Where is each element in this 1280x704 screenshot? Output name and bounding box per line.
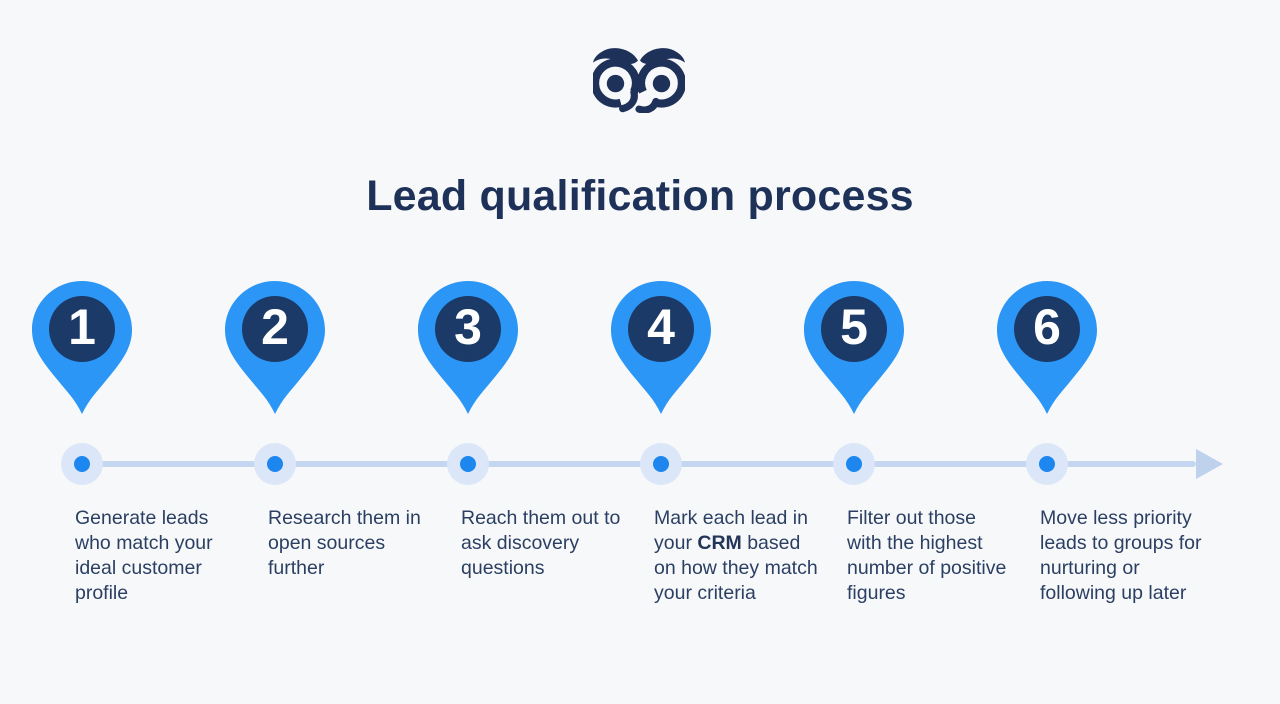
pin-inner-circle: [435, 296, 501, 362]
step-description: Generate leads who match your ideal cust…: [75, 506, 213, 606]
step-text-bold: CRM: [697, 532, 742, 554]
step-description: Research them in open sources further: [268, 506, 421, 581]
step-text-after: based on how they match your criteria: [654, 532, 818, 604]
owl-eye-ring-left: [593, 58, 640, 108]
map-pin-icon: [418, 281, 518, 414]
page-title: Lead qualification process: [366, 171, 914, 220]
step-number: 3: [454, 299, 482, 355]
process-step-2: 2 Research them in open sources further: [179, 0, 421, 704]
process-step-5: 5 Filter out those with the highest numb…: [758, 0, 1006, 704]
map-pin-icon: [804, 281, 904, 414]
process-step-4: 4 Mark each lead in your CRM based on ho…: [565, 0, 818, 704]
step-number: 6: [1033, 299, 1061, 355]
step-description: Mark each lead in your CRM based on how …: [654, 506, 818, 606]
step-text: Mark each lead in your: [654, 507, 808, 554]
step-text: Move less priority leads to groups for n…: [1040, 507, 1202, 604]
owl-pupil-right: [652, 74, 671, 93]
owl-eye-ring-right: [637, 58, 685, 108]
pin-inner-circle: [628, 296, 694, 362]
step-description: Reach them out to ask discovery question…: [461, 506, 620, 581]
pin-inner-circle: [242, 296, 308, 362]
map-pin-icon: [32, 281, 132, 414]
step-number: 1: [68, 299, 96, 355]
owl-tail-left: [619, 88, 638, 113]
owl-logo-icon: [593, 48, 685, 113]
pin-inner-circle: [49, 296, 115, 362]
arrow-right-icon: [1196, 449, 1223, 479]
pin-inner-circle: [1014, 296, 1080, 362]
timeline-node: [1026, 443, 1068, 485]
timeline-dot-icon: [267, 456, 283, 472]
step-description: Move less priority leads to groups for n…: [1040, 506, 1202, 606]
timeline-dot-icon: [460, 456, 476, 472]
step-number: 4: [647, 299, 675, 355]
timeline-dot-icon: [653, 456, 669, 472]
map-pin-icon: [997, 281, 1097, 414]
map-pin-icon: [611, 281, 711, 414]
timeline-dot-icon: [846, 456, 862, 472]
timeline-node: [254, 443, 296, 485]
step-number: 2: [261, 299, 289, 355]
timeline-dot-icon: [74, 456, 90, 472]
step-text: Generate leads who match your ideal cust…: [75, 507, 213, 604]
timeline-node: [447, 443, 489, 485]
timeline-node: [833, 443, 875, 485]
step-text: Reach them out to ask discovery question…: [461, 507, 621, 579]
process-step-1: 1 Generate leads who match your ideal cu…: [0, 0, 213, 704]
owl-brow-left: [593, 48, 638, 65]
step-text: Filter out those with the highest number…: [847, 507, 1007, 604]
map-pin-icon: [225, 281, 325, 414]
owl-pupil-left: [606, 74, 625, 93]
owl-tail-right: [635, 97, 660, 113]
timeline-node: [640, 443, 682, 485]
step-description: Filter out those with the highest number…: [847, 506, 1006, 606]
step-text: Research them in open sources further: [268, 507, 421, 579]
timeline-node: [61, 443, 103, 485]
timeline-line: [80, 461, 1196, 467]
timeline-dot-icon: [1039, 456, 1055, 472]
process-step-3: 3 Reach them out to ask discovery questi…: [372, 0, 620, 704]
step-number: 5: [840, 299, 868, 355]
owl-brow-right: [640, 48, 685, 65]
pin-inner-circle: [821, 296, 887, 362]
process-step-6: 6 Move less priority leads to groups for…: [951, 0, 1202, 704]
